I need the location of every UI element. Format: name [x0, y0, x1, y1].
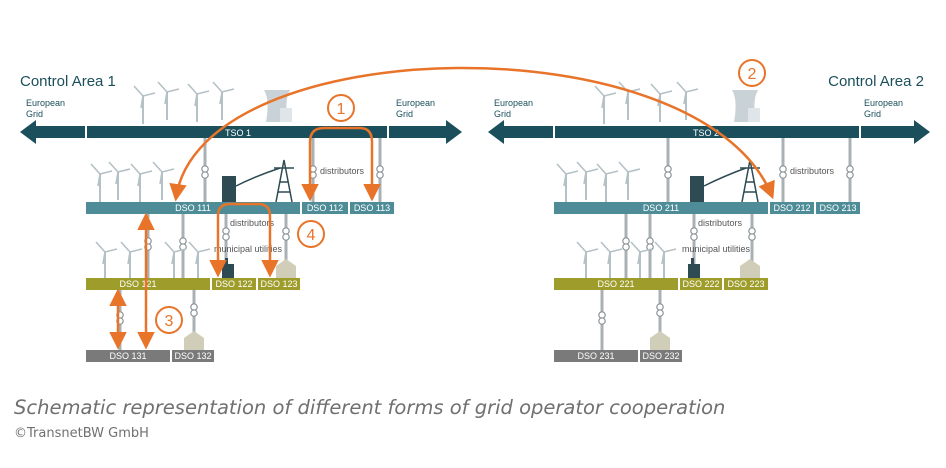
dso-223-label: DSO 223	[727, 279, 764, 289]
wind-turbine-icon	[90, 161, 211, 281]
marker-3-label: 3	[165, 313, 174, 330]
dso-111-label: DSO 111	[175, 203, 211, 213]
european-grid-line: European	[26, 98, 65, 108]
dso-121-label: DSO 121	[119, 279, 156, 289]
dso-122-label: DSO 122	[215, 279, 252, 289]
european-grid-line: Grid	[26, 109, 43, 119]
dso-113-bar	[350, 202, 394, 214]
municipal-utilities-label: municipal utilities	[682, 244, 751, 254]
dso-213-label: DSO 213	[819, 203, 856, 213]
figure-caption: Schematic representation of different fo…	[14, 396, 726, 419]
dso-211-bar	[554, 202, 768, 214]
dso-132-label: DSO 132	[174, 351, 211, 361]
european-grid-line: Grid	[494, 109, 511, 119]
distributors-label: distributors	[698, 218, 743, 228]
dso-232-bar	[640, 350, 682, 362]
dso-222-bar	[680, 278, 722, 290]
power-plant-icon	[732, 90, 760, 122]
dso-123-label: DSO 123	[260, 279, 297, 289]
control-area-1-title: Control Area 1	[20, 73, 116, 90]
marker-1: 1	[327, 94, 355, 122]
dso-221-bar	[554, 278, 678, 290]
cooperation-arrow-1	[301, 126, 381, 202]
tso-1-label: TSO 1	[225, 128, 251, 138]
substation-icon	[690, 167, 747, 202]
factory-icon	[688, 258, 700, 278]
dso-231-label: DSO 231	[577, 351, 614, 361]
substation-icon	[222, 167, 281, 202]
tso-1-bar: TSO 1	[20, 120, 462, 144]
house-icon	[184, 259, 296, 350]
wind-turbine-icon	[133, 81, 235, 125]
municipal-utilities-label: municipal utilities	[214, 244, 283, 254]
wind-turbine-icon	[556, 161, 677, 281]
cooperation-arrow-2	[169, 66, 775, 202]
marker-4: 4	[297, 220, 325, 248]
marker-3: 3	[155, 306, 183, 334]
dso-113-label: DSO 113	[354, 203, 390, 213]
pylon-icon	[274, 159, 294, 203]
dso-123-bar	[258, 278, 300, 290]
copyright-credit: ©TransnetBW GmbH	[14, 426, 149, 441]
cooperation-arrow-4	[209, 202, 279, 278]
dso-232-label: DSO 232	[642, 351, 679, 361]
european-grid-line: European	[864, 98, 903, 108]
distributors-label: distributors	[320, 166, 365, 176]
european-grid-line: European	[396, 98, 435, 108]
factory-icon	[222, 258, 234, 278]
dso-212-label: DSO 212	[773, 203, 810, 213]
dso-122-bar	[212, 278, 256, 290]
european-grid-line: European	[494, 98, 533, 108]
european-grid-line: Grid	[396, 109, 413, 119]
control-area-2-title: Control Area 2	[828, 73, 924, 90]
marker-2-label: 2	[748, 66, 757, 83]
cooperation-arrows	[109, 66, 775, 350]
wind-turbine-icon	[594, 81, 699, 125]
dso-132-bar	[172, 350, 214, 362]
dso-223-bar	[724, 278, 768, 290]
pylon-icon	[740, 159, 760, 203]
dso-131-label: DSO 131	[109, 351, 146, 361]
dso-211-label: DSO 211	[643, 203, 679, 213]
dso-112-bar	[302, 202, 348, 214]
dso-231-bar	[554, 350, 638, 362]
dso-213-bar	[816, 202, 860, 214]
dso-222-label: DSO 222	[682, 279, 719, 289]
power-plant-icon	[264, 90, 292, 122]
distributors-label: distributors	[790, 166, 835, 176]
house-icon	[650, 259, 760, 350]
dso-221-label: DSO 221	[597, 279, 634, 289]
tso-2-label: TSO 2	[693, 128, 719, 138]
distributors-label: distributors	[230, 218, 275, 228]
marker-1-label: 1	[337, 101, 346, 118]
dso-131-bar	[86, 350, 170, 362]
dso-212-bar	[770, 202, 814, 214]
marker-2: 2	[738, 59, 766, 87]
dso-112-label: DSO 112	[307, 203, 343, 213]
marker-4-label: 4	[307, 227, 316, 244]
european-grid-line: Grid	[864, 109, 881, 119]
tso-2-bar: TSO 2	[488, 120, 930, 144]
